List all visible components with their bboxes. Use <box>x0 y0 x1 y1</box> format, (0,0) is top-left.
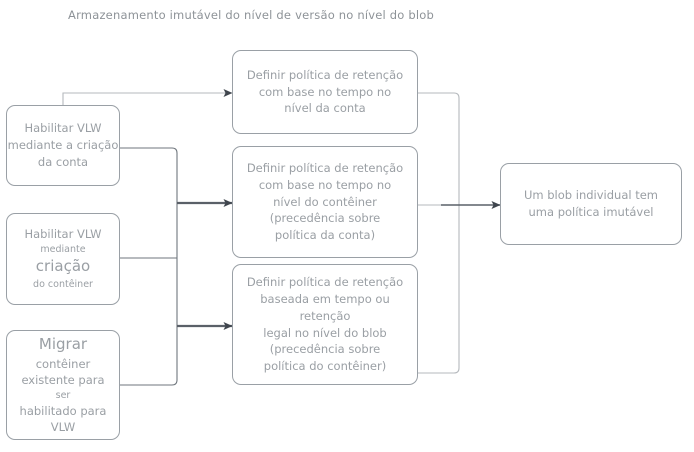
node-policy-account[interactable]: Definir política de retenção com base no… <box>232 50 418 134</box>
node-line: Habilitar VLW <box>24 121 102 136</box>
node-line: contêiner <box>35 356 91 371</box>
node-line: com base no tempo no <box>258 177 392 192</box>
node-line: (precedência sobre <box>269 211 381 226</box>
node-line: nível do contêiner <box>273 194 377 209</box>
node-line: política do contêiner) <box>263 358 387 373</box>
node-line: uma política imutável <box>528 205 654 219</box>
node-policy-blob[interactable]: Definir política de retenção baseada em … <box>232 264 418 385</box>
node-line: Um blob individual tem <box>523 188 658 203</box>
node-line: criação <box>35 257 91 276</box>
node-line: nível da conta <box>284 101 366 116</box>
node-line: Habilitar VLW <box>24 227 102 242</box>
node-policy-container[interactable]: Definir política de retenção com base no… <box>232 146 418 258</box>
edge-account-to-policy-account <box>62 89 233 105</box>
edge-left-trunk <box>120 147 178 386</box>
node-line: existente para <box>21 373 105 388</box>
node-line: do contêiner <box>33 279 93 291</box>
node-line: política da conta) <box>274 228 376 242</box>
node-migrate-container[interactable]: Migrar contêiner existente para ser habi… <box>6 330 120 440</box>
diagram-title: Armazenamento imutável do nível de versã… <box>68 8 435 22</box>
node-line: Definir política de retenção <box>246 161 404 176</box>
node-line: mediante <box>40 243 86 255</box>
node-line: baseada em tempo ou retenção <box>260 292 390 323</box>
node-line: habilitado para VLW <box>19 403 107 435</box>
node-blob-immutable[interactable]: Um blob individual tem uma política imut… <box>500 163 682 245</box>
node-line: da conta <box>37 154 89 169</box>
node-line: ser <box>55 389 71 401</box>
node-enable-vlw-account[interactable]: Habilitar VLW mediante a criação da cont… <box>6 105 120 186</box>
node-line: legal no nível do blob <box>263 325 387 340</box>
node-line: Migrar <box>38 334 88 353</box>
node-line: mediante a criação <box>7 138 119 153</box>
node-line: Definir política de retenção <box>246 275 404 290</box>
node-line: com base no tempo no <box>258 84 392 99</box>
node-line: Definir política de retenção <box>246 67 404 82</box>
node-line: (precedência sobre <box>269 342 381 357</box>
edge-right-trunk <box>418 92 460 374</box>
node-enable-vlw-container[interactable]: Habilitar VLW mediante criação do contêi… <box>6 213 120 305</box>
